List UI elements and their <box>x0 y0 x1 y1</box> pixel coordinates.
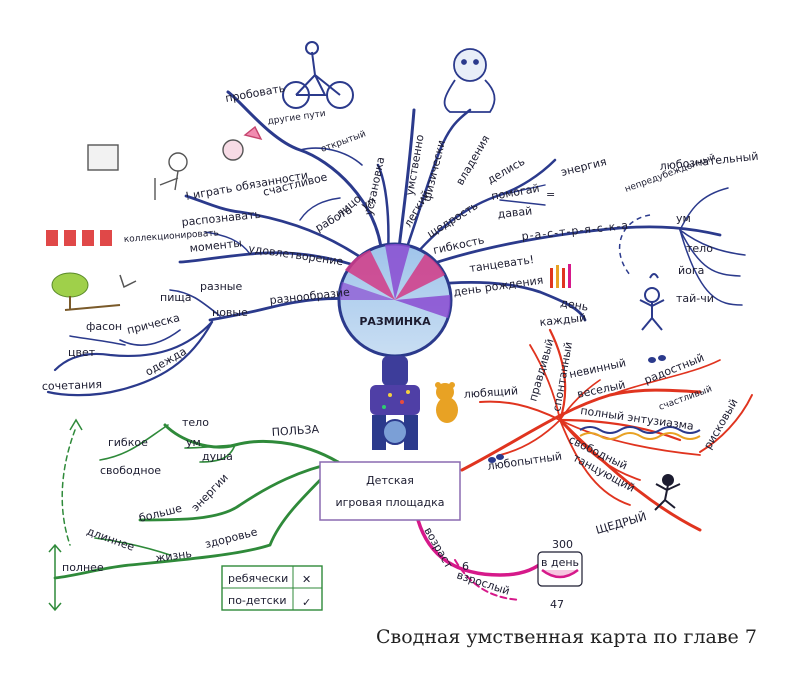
smile-badge: 300 в день 47 <box>537 538 583 611</box>
label-loving: любящий <box>463 384 518 401</box>
label-body: тело <box>686 242 713 255</box>
label-food: пища <box>160 291 191 304</box>
benefit-title: ПОЛЬЗА <box>271 423 320 439</box>
benefit-label-fuller: полнее <box>62 561 104 574</box>
enthusiasm-wave <box>579 426 701 434</box>
figure-caption: Сводная умственная карта по главе 7 <box>376 626 757 648</box>
smile-count-child: 300 <box>552 538 573 551</box>
up-arrow-icon <box>69 418 83 431</box>
label-flexibility: гибкость <box>432 233 486 257</box>
benefit-label-body: тело <box>182 416 209 429</box>
label-dance: танцевать! <box>469 253 535 275</box>
age-value-6: 6 <box>462 560 469 573</box>
label-share: делись <box>485 155 527 187</box>
label-color: цвет <box>68 346 96 359</box>
age-branch <box>416 518 547 601</box>
label-happy: счастливый <box>658 384 714 413</box>
label-energy: энергия <box>560 155 608 179</box>
warmup-title: РАЗМИНКА <box>359 315 431 328</box>
label-generosity: щедрость <box>425 199 481 240</box>
label-curious-red: любопытный <box>487 450 563 473</box>
age-title: возраст <box>421 525 455 571</box>
label-innocent: невинный <box>568 356 627 381</box>
generous-branches <box>460 328 753 532</box>
benefit-label-energy: энергии <box>189 471 231 514</box>
footprints-icon <box>488 355 666 463</box>
label-try: пробовать <box>224 82 286 105</box>
table-row-childish: ребячески <box>228 572 288 585</box>
childlike-table: ребячески по-детски ✕ ✓ <box>221 565 323 611</box>
benefit-label-life: жизнь <box>155 547 193 565</box>
label-work: работа <box>313 203 354 234</box>
label-mind: ум <box>359 194 378 213</box>
check-mark-icon: ✓ <box>302 596 311 609</box>
label-various: разные <box>200 280 242 293</box>
benefit-branches <box>53 423 340 580</box>
center-topic: Детская игровая площадка <box>319 461 461 521</box>
label-risky: рисковый <box>701 397 740 452</box>
label-mind-2: ум <box>676 212 691 225</box>
benefit-label-health: здоровье <box>204 525 259 551</box>
warmup-globe: РАЗМИНКА <box>337 242 453 450</box>
bicycle-icon <box>282 41 354 109</box>
center-title-line1: Детская <box>366 474 414 487</box>
curious-dashed-arrow <box>619 214 651 276</box>
label-style: фасон <box>86 320 122 333</box>
center-title-line2: игровая площадка <box>335 496 444 509</box>
label-yoga: йога <box>678 264 704 277</box>
label-taichi: тай-чи <box>676 292 714 305</box>
smile-per-day: в день <box>541 556 579 569</box>
label-equals: = <box>546 188 555 201</box>
teddy-bear-icon <box>435 382 458 423</box>
benefit-label-longer: длиннее <box>85 525 136 554</box>
candles-icon <box>550 264 571 288</box>
label-help: помогай <box>490 182 540 203</box>
label-open: открытый <box>320 129 368 155</box>
warmup-branches <box>46 90 746 397</box>
generous-title: ЩЕДРЫЙ <box>594 510 648 537</box>
label-give: давай <box>497 204 533 221</box>
label-new: новые <box>212 306 248 319</box>
label-combinations: сочетания <box>42 378 103 393</box>
label-day: день <box>559 296 589 314</box>
smile-count-adult: 47 <box>550 598 564 611</box>
benefit-label-soul: душа <box>202 450 233 463</box>
old-man-icon <box>443 48 496 113</box>
label-recognize: распознавать <box>181 208 262 229</box>
label-satisfaction: удовлетворение <box>248 242 345 268</box>
table-row-childlike: по-детски <box>228 594 287 607</box>
up-down-arrow-icon <box>48 543 62 612</box>
tree-icon <box>51 272 137 311</box>
dancer-icon <box>654 474 681 511</box>
benefit-label-free: свободное <box>100 464 161 477</box>
label-every: каждый <box>539 311 587 329</box>
label-birthday: день рождения <box>453 274 544 299</box>
label-moments: моменты <box>189 237 242 255</box>
benefit-label-more: больше <box>138 502 184 525</box>
benefit-label-mind: ум <box>186 436 201 449</box>
label-other-ways: другие пути <box>267 109 327 127</box>
label-hairstyle: прическа <box>126 311 182 337</box>
stick-figure-icon <box>639 273 665 331</box>
enthusiasm-wave-2 <box>579 432 701 440</box>
people-icon <box>87 125 263 200</box>
benefit-label-flexible: гибкое <box>108 436 148 449</box>
benefit-labels: ПОЛЬЗА тело ум душа гибкое свободное бол… <box>48 416 323 612</box>
cross-mark-icon: ✕ <box>302 573 311 586</box>
collection-icon <box>46 230 112 246</box>
label-stretch: р-а-с-т-р-я-с-к-а <box>521 219 630 243</box>
